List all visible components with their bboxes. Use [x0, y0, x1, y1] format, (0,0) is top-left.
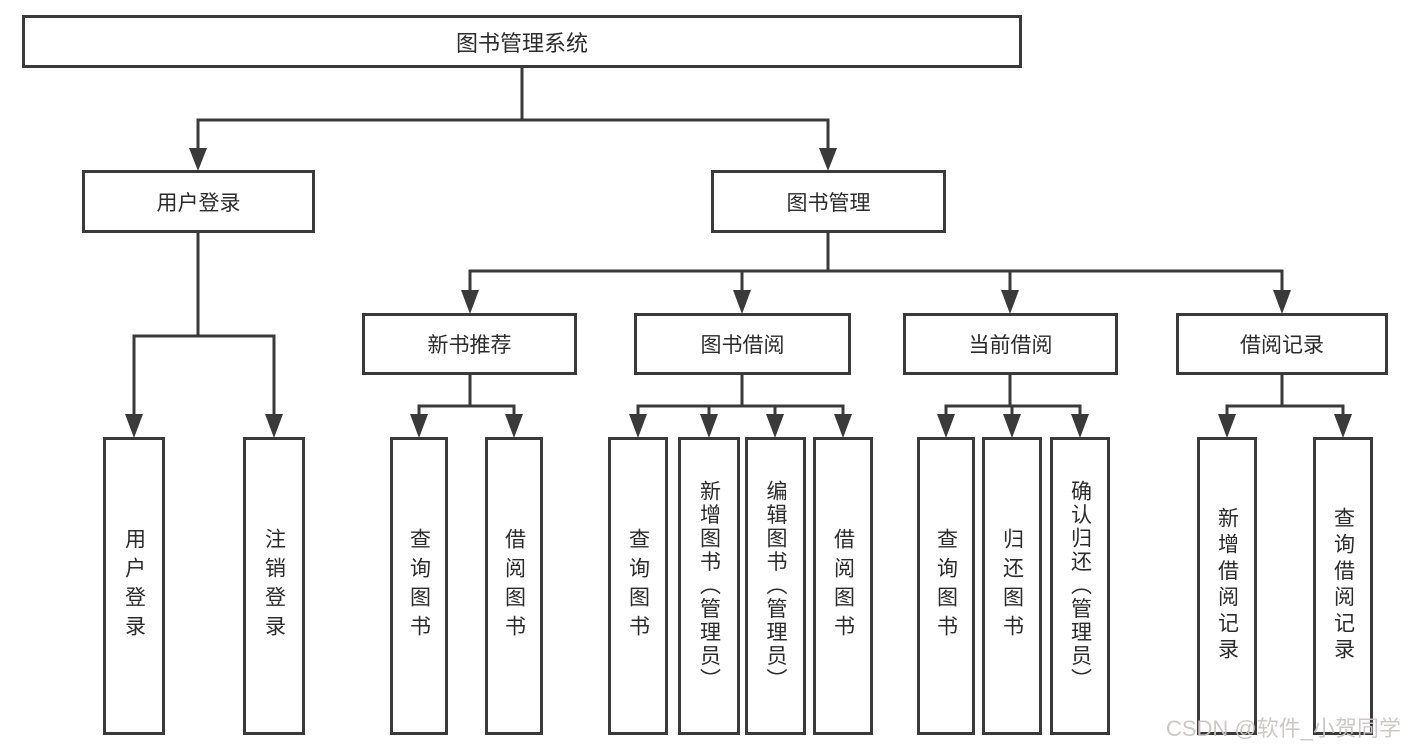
node-borrowing-records: 借阅记录 — [1176, 313, 1388, 375]
watermark: CSDN @软件_小贺同学 — [1165, 716, 1401, 741]
node-label: 确认归还（管理员） — [1068, 480, 1092, 692]
node-label: 借阅图书 — [502, 528, 526, 644]
node-new-book-recommendation: 新书推荐 — [362, 313, 577, 375]
node-user-login-action: 用户登录 — [103, 437, 165, 735]
node-query-books-borrowing: 查询图书 — [608, 437, 668, 735]
node-label: 编辑图书（管理员） — [764, 480, 788, 692]
node-book-borrowing: 图书借阅 — [634, 313, 851, 375]
node-add-borrow-record: 新增借阅记录 — [1197, 437, 1257, 735]
node-return-books: 归还图书 — [982, 437, 1042, 735]
node-label: 注销登录 — [262, 528, 286, 644]
node-user-login: 用户登录 — [82, 170, 315, 233]
node-label: 新增图书（管理员） — [697, 480, 721, 692]
node-label: 新增借阅记录 — [1215, 507, 1239, 665]
node-edit-books-admin: 编辑图书（管理员） — [745, 437, 806, 735]
node-label: 查询图书 — [407, 528, 431, 644]
node-query-books-current: 查询图书 — [917, 437, 975, 735]
node-borrow-books-recommend: 借阅图书 — [485, 437, 543, 735]
node-label: 用户登录 — [122, 528, 146, 644]
node-query-borrow-record: 查询借阅记录 — [1313, 437, 1373, 735]
node-label: 查询图书 — [626, 528, 650, 644]
node-library-system: 图书管理系统 — [22, 15, 1022, 68]
node-book-management: 图书管理 — [711, 170, 946, 233]
node-query-books-recommend: 查询图书 — [390, 437, 448, 735]
node-add-books-admin: 新增图书（管理员） — [678, 437, 740, 735]
node-confirm-return-admin: 确认归还（管理员） — [1050, 437, 1110, 735]
node-label: 查询图书 — [934, 528, 958, 644]
node-borrow-books-borrowing: 借阅图书 — [813, 437, 873, 735]
arrowheads — [125, 148, 1352, 438]
node-current-borrowing: 当前借阅 — [903, 313, 1118, 375]
node-label: 借阅图书 — [831, 528, 855, 644]
node-logout-action: 注销登录 — [243, 437, 305, 735]
node-label: 归还图书 — [1000, 528, 1024, 644]
node-label: 查询借阅记录 — [1331, 507, 1355, 665]
